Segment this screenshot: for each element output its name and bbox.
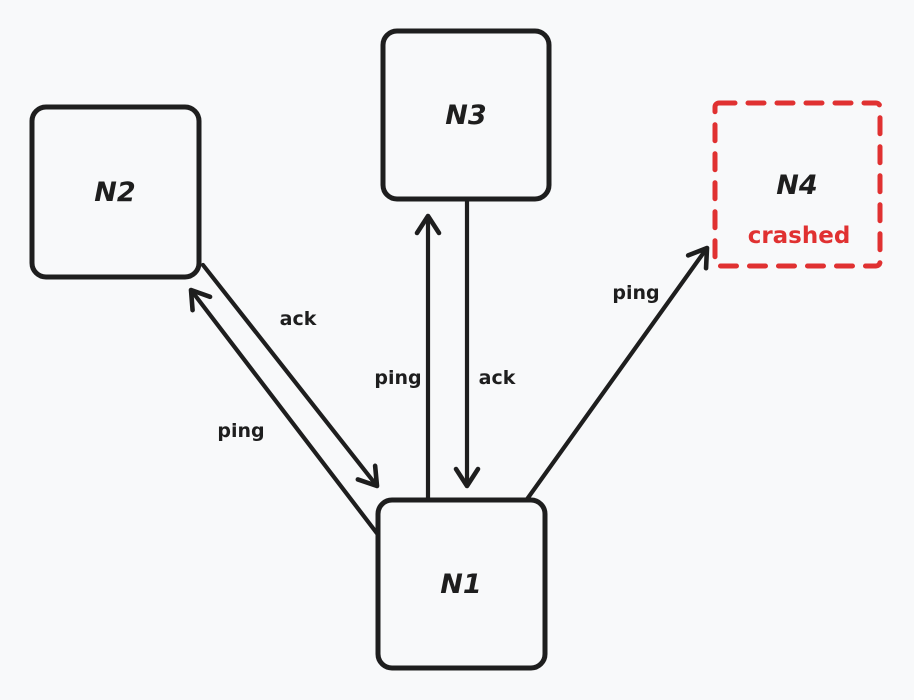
- edge-label-ack-n2: ack: [280, 308, 317, 330]
- edge-label-ping-n2: ping: [217, 420, 264, 442]
- edge-line-ping-n4: [517, 245, 710, 512]
- edge-label-ping-n4: ping: [612, 282, 659, 304]
- edge-n1-n2-ping: ping: [188, 287, 382, 539]
- node-n4-status: crashed: [748, 223, 851, 249]
- node-n2: N2: [29, 104, 202, 280]
- node-n4-crashed: N4 crashed: [712, 100, 883, 269]
- node-n1-box: [375, 497, 548, 671]
- node-n1-label: N1: [440, 569, 481, 600]
- edge-label-ping-n3: ping: [374, 367, 421, 389]
- node-n2-box: [29, 104, 202, 280]
- edge-label-ack-n3: ack: [479, 367, 516, 389]
- node-n1: N1: [375, 497, 548, 671]
- edge-line-ping-n2: [188, 287, 382, 539]
- node-n3: N3: [380, 28, 552, 202]
- edge-n2-n1-ack: ack: [200, 262, 380, 489]
- node-n3-box: [380, 28, 552, 202]
- edge-n3-n1-ack: ack: [453, 197, 516, 489]
- edge-n1-n3-ping: ping: [374, 213, 442, 507]
- edge-line-ack-n2: [200, 262, 380, 489]
- edge-n1-n4-ping: ping: [517, 245, 710, 512]
- node-n4-box: [712, 100, 883, 269]
- node-n3-label: N3: [445, 100, 486, 131]
- node-n4-label: N4: [776, 170, 817, 201]
- node-n2-label: N2: [94, 177, 135, 208]
